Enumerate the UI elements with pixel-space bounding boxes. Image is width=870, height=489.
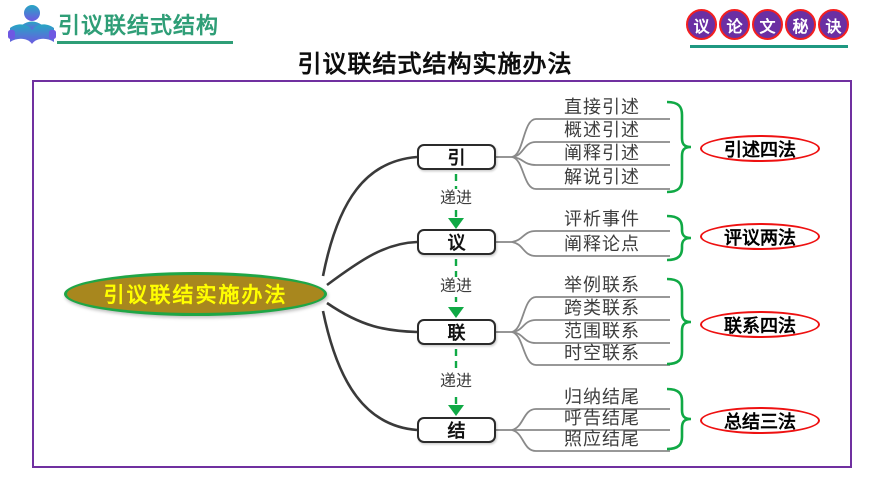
badge-coin: 论 <box>719 9 750 40</box>
brand-underline <box>57 41 233 44</box>
node-lian: 联 <box>417 319 496 345</box>
leaf-item: 照应结尾 <box>564 429 640 449</box>
root-topic: 引议联结实施办法 <box>64 272 327 316</box>
mindmap-board: 引议联结实施办法 引 议 联 结 递进 递进 递进 直接引述 概述引述 阐释引述… <box>32 80 852 468</box>
badge-underline <box>690 45 848 48</box>
leaf-item: 解说引述 <box>564 167 640 187</box>
progression-label: 递进 <box>428 372 484 392</box>
brand-title: 引议联结式结构 <box>58 13 220 38</box>
leaf-item: 跨类联系 <box>564 298 640 318</box>
leaf-item: 阐释引述 <box>564 143 640 163</box>
leaf-item: 直接引述 <box>564 97 640 117</box>
leaf-item: 评析事件 <box>564 209 640 229</box>
summary-zongjie-sanfa: 总结三法 <box>700 407 820 434</box>
progression-label: 递进 <box>428 277 484 297</box>
leaf-item: 概述引述 <box>564 120 640 140</box>
page-title: 引议联结式结构实施办法 <box>297 51 573 78</box>
leaf-item: 归纳结尾 <box>564 387 640 407</box>
leaf-item: 时空联系 <box>564 343 640 363</box>
node-yin: 引 <box>417 144 496 170</box>
badge-coin: 秘 <box>785 9 816 40</box>
leaf-branch-lines <box>496 118 670 452</box>
group-brace-icon <box>666 100 692 451</box>
leaf-item: 举例联系 <box>564 275 640 295</box>
node-yi: 议 <box>417 229 496 255</box>
progression-label: 递进 <box>428 189 484 209</box>
root-branch-curves <box>321 155 418 432</box>
summary-yinshu-sifa: 引述四法 <box>700 135 820 162</box>
node-jie: 结 <box>417 417 496 443</box>
leaf-item: 呼告结尾 <box>564 408 640 428</box>
badge-coin: 议 <box>686 9 717 40</box>
leaf-item: 范围联系 <box>564 321 640 341</box>
leaf-item: 阐释论点 <box>564 234 640 254</box>
summary-lianxi-sifa: 联系四法 <box>700 311 820 338</box>
badge-coins: 议 论 文 秘 诀 <box>686 9 849 40</box>
reading-person-logo-icon <box>8 5 56 44</box>
summary-pingyi-liangfa: 评议两法 <box>700 223 820 250</box>
badge-coin: 诀 <box>818 9 849 40</box>
badge-coin: 文 <box>752 9 783 40</box>
